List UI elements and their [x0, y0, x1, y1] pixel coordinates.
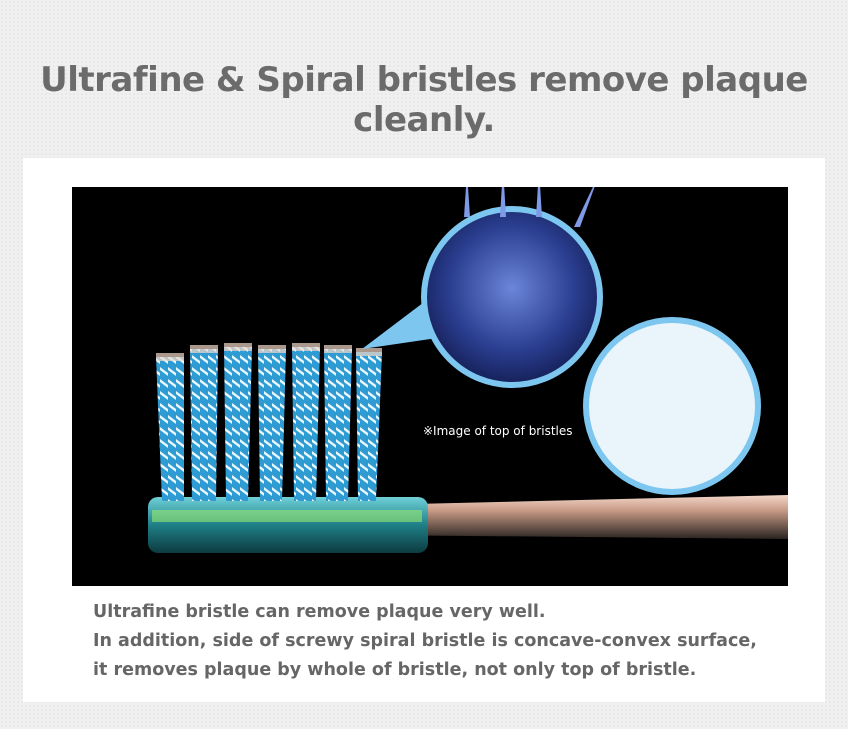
headline: Ultrafine & Spiral bristles remove plaqu… [40, 60, 808, 140]
description-line: it removes plaque by whole of bristle, n… [93, 660, 697, 680]
image-caption-note: ※Image of top of bristles [423, 424, 573, 438]
toothbrush-photo [72, 187, 788, 586]
description-line: Ultrafine bristle can remove plaque very… [93, 602, 546, 622]
toothbrush-illustration [148, 187, 788, 553]
description: Ultrafine bristle can remove plaque very… [93, 598, 813, 685]
brush-handle [372, 495, 788, 539]
zoom-circle-tooth-contact [583, 315, 761, 497]
brush-head [148, 497, 428, 553]
description-line: In addition, side of screwy spiral brist… [93, 631, 757, 651]
zoom-circle-bristle-tops [421, 187, 603, 427]
bristle-tufts [156, 343, 382, 501]
